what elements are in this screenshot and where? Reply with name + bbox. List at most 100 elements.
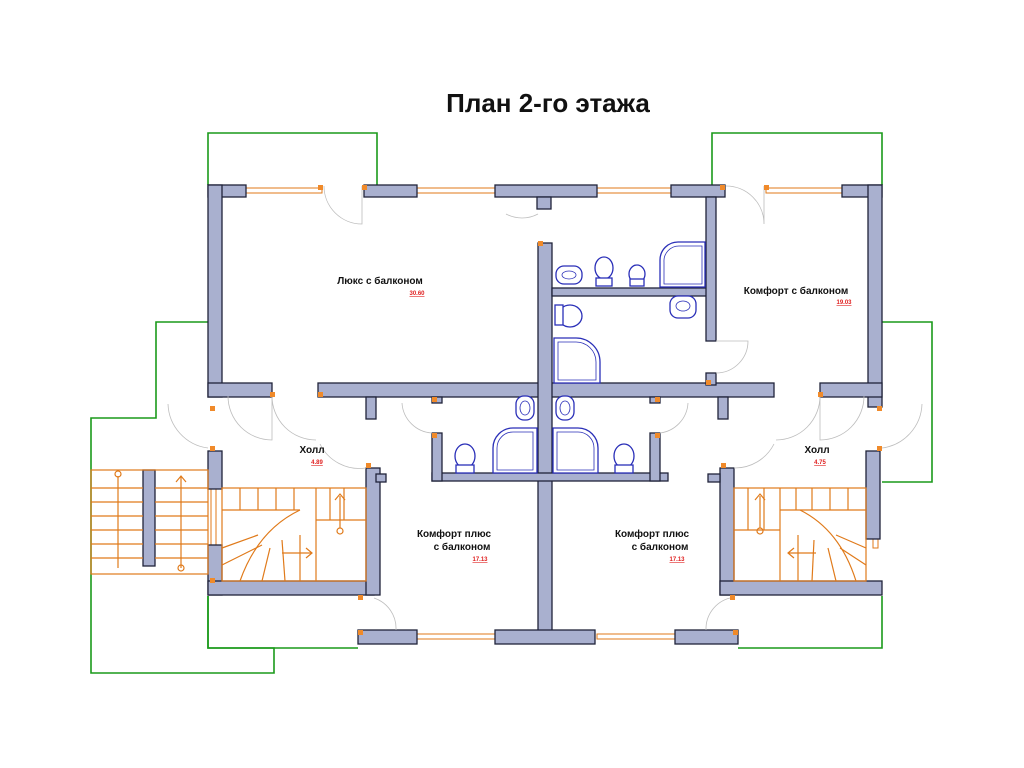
wall [207, 450, 223, 490]
corner-marker [706, 380, 711, 385]
wall [363, 184, 418, 198]
fixtures [454, 241, 706, 474]
window [765, 187, 843, 194]
door-swing [775, 395, 821, 441]
balcony-bottom-right [738, 596, 883, 649]
door-swing [715, 340, 749, 374]
balcony-right [882, 321, 933, 483]
door-swing [401, 402, 433, 434]
wall [719, 467, 735, 596]
corner-marker [318, 185, 323, 190]
wall [375, 473, 387, 483]
wall [431, 432, 443, 482]
room-name: Комфорт плюс [615, 528, 690, 540]
balcony-top-right [711, 132, 883, 185]
wall [537, 242, 553, 638]
plan-title: План 2-го этажа [446, 88, 650, 118]
corner-marker [764, 185, 769, 190]
wall [867, 184, 883, 408]
outer-left-stair [90, 469, 209, 575]
sink-icon [555, 395, 575, 421]
room-name: Комфорт плюс [417, 528, 492, 540]
corner-marker [720, 185, 725, 190]
corner-marker [655, 397, 660, 402]
balconies [90, 132, 933, 674]
room-labels: Люкс с балконом 30.60 Комфорт с балконом… [299, 275, 852, 563]
room-name: Комфорт с балконом [744, 285, 849, 297]
corner-marker [877, 446, 882, 451]
sink-icon [669, 295, 697, 319]
walls [142, 184, 883, 645]
window [245, 187, 323, 194]
door-swing [227, 395, 273, 441]
window [416, 633, 496, 640]
door-swing [725, 185, 765, 225]
sink-icon [515, 395, 535, 421]
room-area: 19.03 [836, 300, 852, 306]
door-swing [271, 395, 317, 441]
room-area: 17.13 [472, 557, 488, 563]
door-swing [733, 443, 775, 469]
corner-marker [721, 463, 726, 468]
corner-marker [818, 392, 823, 397]
door-swing [505, 213, 539, 219]
toilet-icon [594, 256, 614, 280]
door-swing [323, 185, 363, 225]
wall [494, 629, 596, 645]
shower-icon [553, 337, 601, 384]
room-name: с балконом [632, 541, 689, 553]
corner-marker [270, 392, 275, 397]
corner-marker [210, 446, 215, 451]
wall [819, 382, 883, 398]
wall [207, 580, 375, 596]
wall [717, 396, 729, 420]
wall [431, 472, 669, 482]
wall [365, 396, 377, 420]
wall [494, 184, 598, 198]
door-swing [881, 403, 923, 449]
corner-marker [358, 595, 363, 600]
room-name: Холл [804, 445, 829, 456]
corner-marker [877, 406, 882, 411]
wall [536, 196, 552, 210]
wall [365, 467, 381, 596]
corner-marker [655, 433, 660, 438]
shower-icon [552, 427, 599, 474]
sink-icon [555, 265, 583, 285]
wall [865, 450, 881, 540]
corner-marker [432, 397, 437, 402]
door-swing [167, 403, 209, 449]
room-name: с балконом [434, 541, 491, 553]
corner-marker [358, 630, 363, 635]
doors [167, 185, 923, 631]
window [210, 487, 217, 549]
corner-marker [538, 241, 543, 246]
wall [705, 196, 717, 342]
stairs [90, 469, 867, 582]
wall [719, 580, 883, 596]
door-swing [373, 597, 397, 631]
corner-marker [432, 433, 437, 438]
inner-left-stair [221, 487, 367, 582]
window [596, 187, 672, 194]
door-swing [659, 402, 689, 434]
wall [357, 629, 418, 645]
window [416, 187, 496, 194]
room-name: Холл [299, 445, 324, 456]
wall [207, 382, 273, 398]
wall [649, 432, 661, 482]
wall [551, 287, 709, 297]
corner-marker [733, 630, 738, 635]
wall [142, 469, 156, 567]
room-area: 4.89 [311, 460, 323, 466]
corner-marker [362, 185, 367, 190]
door-swing [319, 443, 367, 469]
shower-icon [659, 241, 706, 288]
corner-marker [210, 578, 215, 583]
corner-marker [318, 392, 323, 397]
wall [670, 184, 726, 198]
window [596, 633, 676, 640]
wall [674, 629, 739, 645]
room-area: 4.75 [814, 460, 826, 466]
